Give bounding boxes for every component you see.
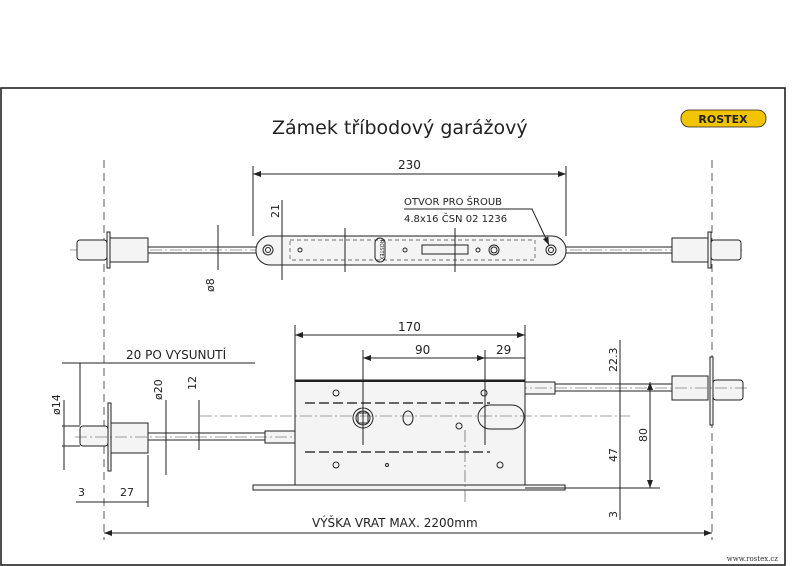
base-plate [252,484,566,491]
rostex-logo: ROSTEX [680,109,767,128]
dim-3-left: 3 [78,486,85,499]
bottom-view: 170 90 29 20 PO VYSUNUTÍ ø14 ø20 12 22.3… [50,320,750,536]
dim-80: 80 [637,428,650,442]
top-view: ROSTEX 230 21 ø8 OTVOR PRO ŠROUB 4.8x16 … [70,158,745,292]
dim-d20: ø20 [152,379,165,400]
dim-12: 12 [186,376,199,390]
dim-21: 21 [269,204,282,218]
dim-29: 29 [496,343,511,357]
dim-total-height: VÝŠKA VRAT MAX. 2200mm [312,515,478,530]
lock-plate [255,235,567,266]
dim-170: 170 [398,320,421,334]
footer-url: www.rostex.cz [727,555,779,563]
svg-text:ROSTEX: ROSTEX [698,113,748,126]
keyhole-slot [477,404,525,430]
plate-logo: ROSTEX [378,240,384,261]
dim-3-right: 3 [607,511,620,518]
dim-extension: 20 PO VYSUNUTÍ [126,347,227,362]
dim-230: 230 [398,158,421,172]
dim-90: 90 [415,343,430,357]
dim-47: 47 [607,448,620,462]
drawing-title: Zámek tříbodový garážový [272,117,528,139]
callout-line-2: 4.8x16 ČSN 02 1236 [404,212,507,225]
callout-line-1: OTVOR PRO ŠROUB [404,195,502,208]
drawing-frame [0,87,786,566]
dim-22-3: 22.3 [607,348,620,373]
dim-27: 27 [120,486,134,499]
lock-body [294,379,526,486]
dim-d14: ø14 [50,394,63,415]
dim-rod-diameter: ø8 [204,278,217,292]
